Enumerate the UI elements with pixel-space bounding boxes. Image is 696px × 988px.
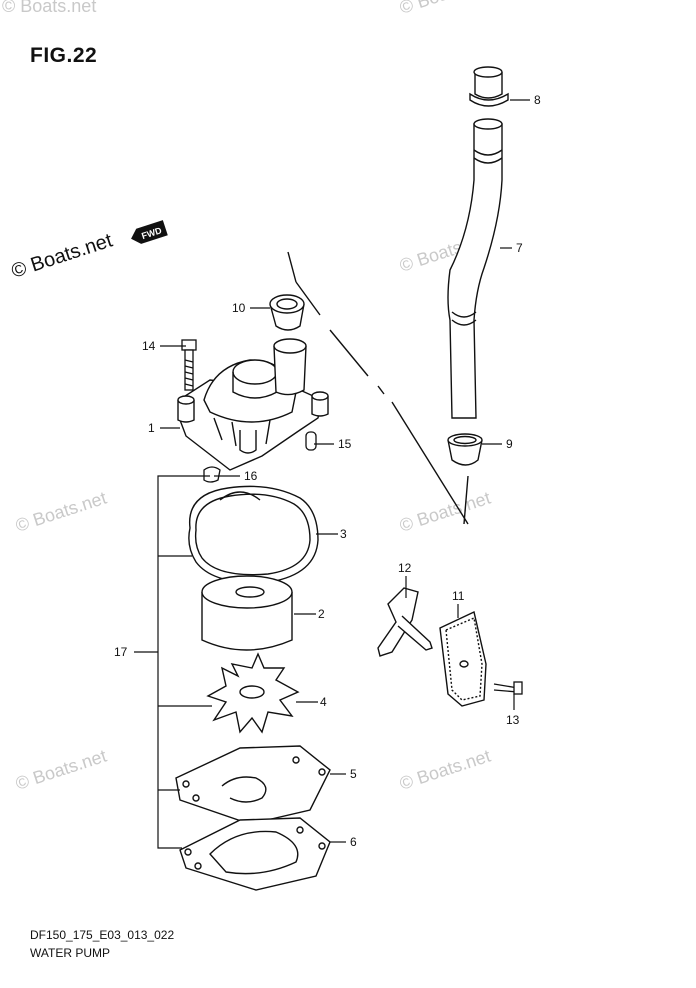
fwd-arrow-icon: FWD (131, 220, 168, 244)
part-10-seal (269, 294, 305, 331)
callout-13: 13 (506, 713, 520, 727)
callout-11: 11 (452, 589, 465, 603)
callout-4: 4 (320, 695, 327, 709)
part-12-bracket (377, 587, 433, 657)
callout-2: 2 (318, 607, 325, 621)
leader-lines (134, 99, 530, 849)
figure-title: FIG.22 (30, 44, 98, 67)
watermark-mid-left: © Boats.net (13, 488, 109, 536)
part-8-cap (469, 66, 509, 107)
callout-labels: 8 7 9 10 14 1 15 16 3 2 4 5 6 12 11 13 1… (114, 93, 541, 849)
boats-net-logo-text: © Boats.net (9, 229, 116, 282)
callout-12: 12 (398, 561, 412, 575)
part-2-impeller-housing (201, 575, 293, 651)
callout-16: 16 (244, 469, 258, 483)
watermark-top-left: © Boats.net (2, 0, 96, 16)
callout-6: 6 (350, 835, 357, 849)
callout-1: 1 (148, 421, 155, 435)
callout-7: 7 (516, 241, 523, 255)
watermark-mid-right-2: © Boats.net (397, 488, 493, 536)
callout-17: 17 (114, 645, 128, 659)
part-5-plate (175, 745, 331, 825)
part-6-gasket (179, 817, 331, 891)
part-13-screw (493, 681, 523, 695)
part-7-hose (447, 118, 503, 419)
watermark-top-right: © Boats.net (397, 0, 493, 18)
callout-10: 10 (232, 301, 246, 315)
figure-name: WATER PUMP (30, 946, 110, 960)
part-3-o-ring (188, 485, 319, 584)
boats-net-logo: © Boats.net FWD (9, 220, 168, 283)
part-15-dowel-pin (305, 431, 317, 451)
part-4-impeller (206, 652, 300, 734)
part-11-cover-plate (439, 610, 487, 707)
watermark-low-right: © Boats.net (397, 746, 493, 794)
callout-8: 8 (534, 93, 541, 107)
callout-3: 3 (340, 527, 347, 541)
part-16-key (203, 466, 221, 483)
figure-code: DF150_175_E03_013_022 (30, 928, 175, 942)
part-9-grommet (447, 433, 483, 466)
callout-14: 14 (142, 339, 156, 353)
routing-line (287, 251, 469, 525)
callout-9: 9 (506, 437, 513, 451)
callout-5: 5 (350, 767, 357, 781)
callout-15: 15 (338, 437, 352, 451)
part-1-pump-case (177, 338, 329, 471)
watermark-low-left: © Boats.net (13, 746, 109, 794)
part-14-bolt (181, 339, 197, 391)
